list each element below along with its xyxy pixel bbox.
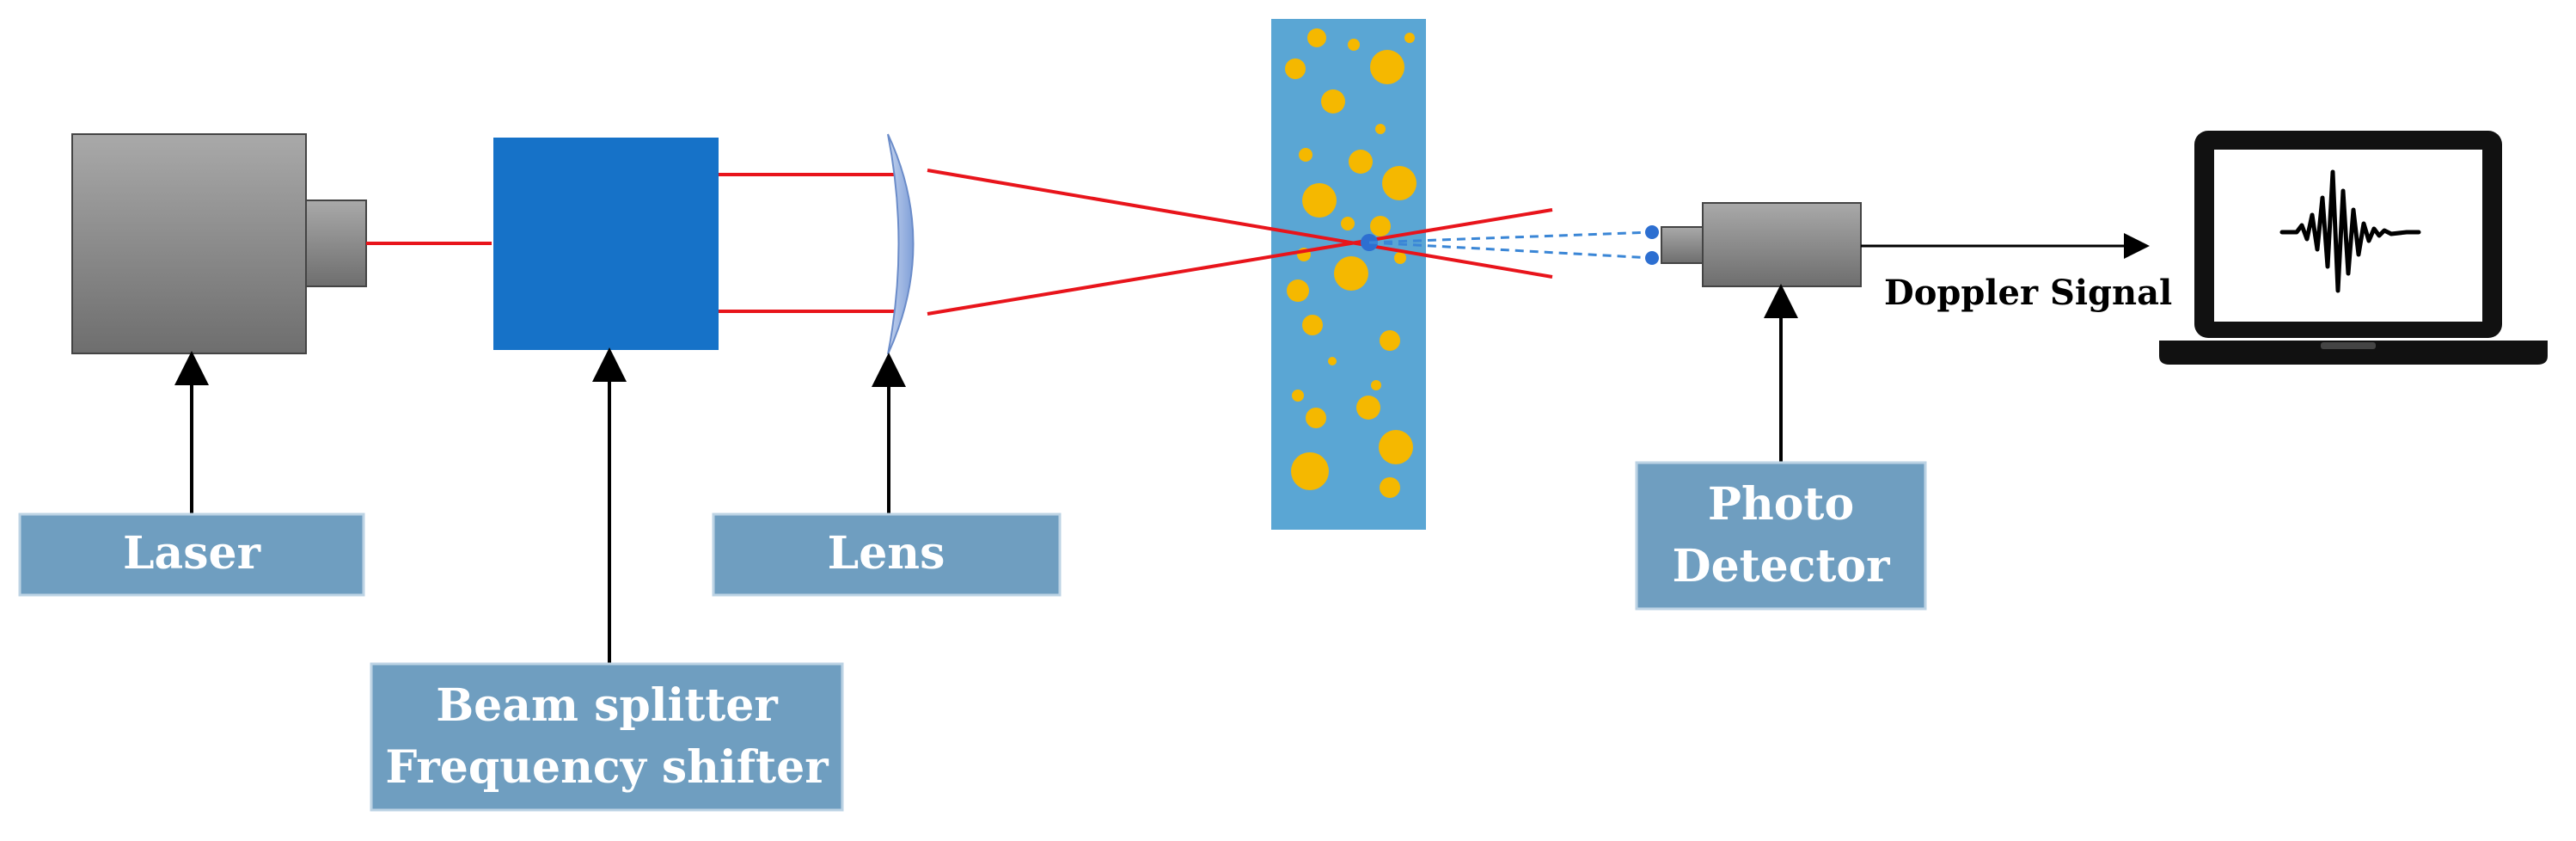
- scatter-point: [1645, 251, 1659, 265]
- laser-device-icon: [71, 133, 367, 354]
- particle: [1334, 256, 1368, 291]
- particle: [1394, 252, 1406, 264]
- laser-aperture: [305, 200, 367, 287]
- detector-aperture: [1661, 226, 1704, 264]
- laptop-screen: [2214, 150, 2482, 322]
- laptop-base: [2159, 341, 2548, 365]
- particle: [1328, 357, 1337, 365]
- particle: [1287, 279, 1309, 302]
- photo-detector-icon: [1661, 202, 1862, 287]
- photo-detector-label-bg: [1635, 461, 1927, 611]
- laser-body: [71, 133, 307, 354]
- laser-label-box: Laser: [18, 513, 365, 597]
- particle: [1306, 408, 1326, 428]
- laser-label: Laser: [123, 527, 261, 580]
- detector-body: [1702, 202, 1862, 287]
- lens-label-bg: [712, 513, 1062, 597]
- particle: [1299, 148, 1312, 162]
- waveform-icon: [2279, 169, 2421, 293]
- particle: [1302, 183, 1337, 218]
- particle: [1291, 452, 1329, 490]
- particle: [1371, 380, 1381, 390]
- particle: [1307, 28, 1326, 47]
- seeding-particles: [1285, 28, 1416, 498]
- particle: [1382, 166, 1416, 200]
- focused-beam-lower: [927, 208, 1553, 316]
- beam-splitter-label-box: Beam splitter Frequency shifter: [370, 662, 844, 812]
- particle: [1380, 477, 1400, 498]
- particle: [1302, 315, 1323, 335]
- scatter-point: [1645, 225, 1659, 239]
- scatter-line-lower: [1368, 241, 1653, 260]
- detector-label: Detector: [1672, 540, 1890, 592]
- laptop-waveform-icon: [2159, 131, 2548, 365]
- particle: [1285, 58, 1306, 79]
- particle: [1404, 33, 1415, 43]
- particle: [1370, 216, 1391, 236]
- beam-splitter-block-icon: [493, 138, 719, 350]
- laser-label-bg: [18, 513, 365, 597]
- photo-detector-label-box: Photo Detector: [1635, 461, 1927, 611]
- particle: [1375, 124, 1386, 134]
- lens-label: Lens: [828, 527, 945, 580]
- frequency-shifter-label: Frequency shifter: [385, 741, 829, 794]
- doppler-signal-label: Doppler Signal: [1884, 273, 2172, 313]
- scatter-line-upper: [1368, 230, 1653, 244]
- particle: [1356, 396, 1380, 420]
- particle: [1379, 430, 1413, 464]
- lens-label-box: Lens: [712, 513, 1062, 597]
- beam-splitter-label: Beam splitter: [436, 679, 778, 732]
- particle: [1370, 50, 1404, 84]
- particle: [1380, 330, 1400, 351]
- particle: [1348, 39, 1360, 51]
- particle: [1349, 150, 1373, 174]
- beam-splitter-label-bg: [370, 662, 844, 812]
- particle: [1321, 89, 1345, 114]
- particle: [1292, 390, 1304, 402]
- laptop-notch: [2321, 342, 2376, 349]
- photo-label: Photo: [1708, 478, 1854, 531]
- convex-lens-icon: [887, 133, 915, 355]
- focused-beam-upper: [927, 169, 1553, 279]
- particle: [1341, 217, 1355, 230]
